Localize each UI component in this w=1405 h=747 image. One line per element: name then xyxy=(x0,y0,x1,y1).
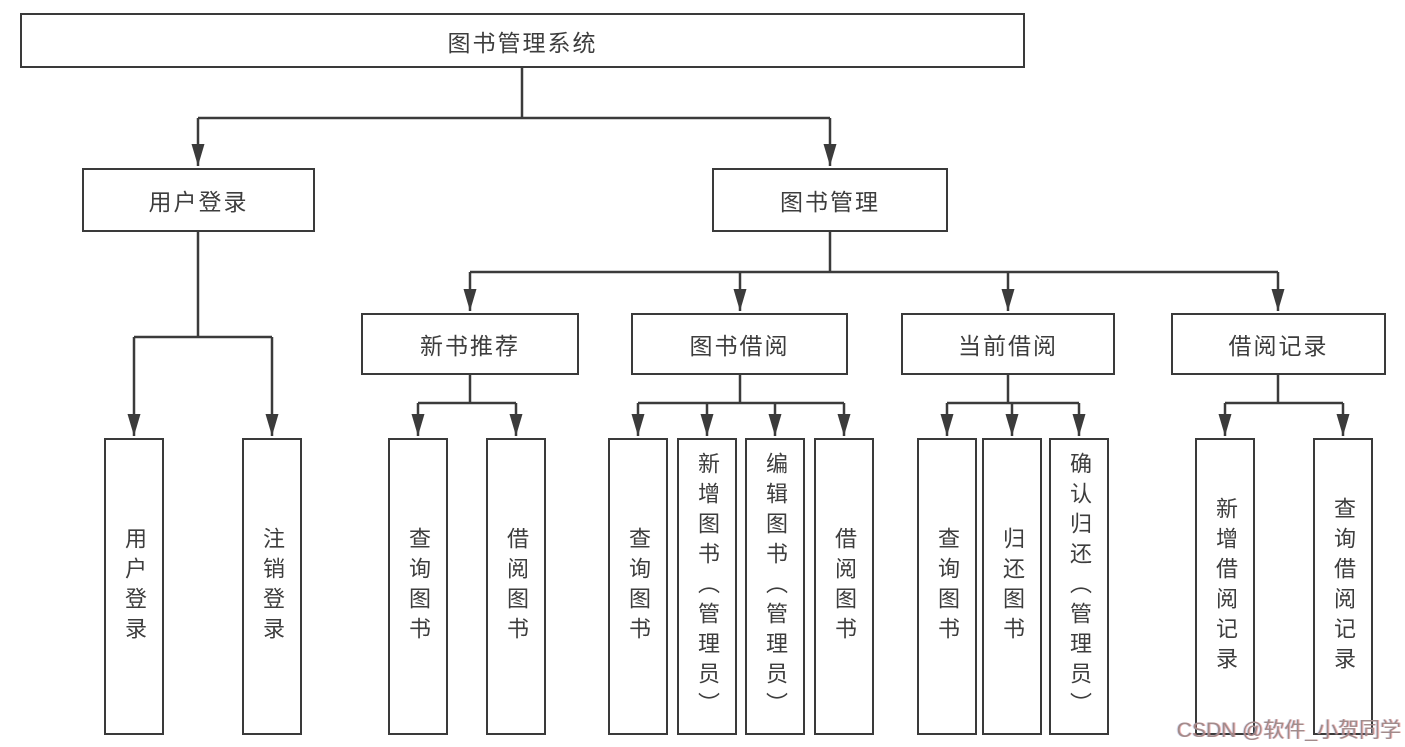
leaf-label: 借阅图书 xyxy=(832,526,857,647)
leaf-label: 查询图书 xyxy=(626,526,651,647)
leaf-user-login: 用户登录 xyxy=(104,438,164,735)
node-label: 图书管理系统 xyxy=(447,29,598,56)
node-new-book-recommend: 新书推荐 xyxy=(361,313,579,375)
leaf-label: 查询借阅记录 xyxy=(1331,496,1356,677)
leaf-borrow-book: 借阅图书 xyxy=(814,438,874,735)
leaf-edit-book-admin: 编辑图书（管理员） xyxy=(745,438,805,735)
node-label: 图书管理 xyxy=(780,189,880,215)
leaf-return-book: 归还图书 xyxy=(982,438,1042,735)
leaf-label: 编辑图书（管理员） xyxy=(763,451,788,722)
node-label: 当前借阅 xyxy=(958,333,1058,359)
node-label: 用户登录 xyxy=(148,189,249,215)
node-user-login: 用户登录 xyxy=(82,168,315,232)
leaf-label: 确认归还（管理员） xyxy=(1067,451,1092,722)
leaf-label: 查询图书 xyxy=(935,526,960,647)
leaf-label: 查询图书 xyxy=(406,526,431,647)
node-current-borrowing: 当前借阅 xyxy=(901,313,1115,375)
leaf-query-book: 查询图书 xyxy=(388,438,448,735)
leaf-add-borrow-record: 新增借阅记录 xyxy=(1195,438,1255,735)
node-borrowing-records: 借阅记录 xyxy=(1171,313,1386,375)
leaf-confirm-return-admin: 确认归还（管理员） xyxy=(1049,438,1109,735)
node-label: 图书借阅 xyxy=(689,333,790,359)
leaf-label: 注销登录 xyxy=(260,526,285,647)
leaf-logout: 注销登录 xyxy=(242,438,302,735)
leaf-label: 归还图书 xyxy=(1000,526,1025,647)
leaf-query-book: 查询图书 xyxy=(608,438,668,735)
leaf-label: 用户登录 xyxy=(122,526,147,647)
leaf-query-borrow-record: 查询借阅记录 xyxy=(1313,438,1373,735)
node-label: 新书推荐 xyxy=(420,333,520,359)
leaf-add-book-admin: 新增图书（管理员） xyxy=(677,438,737,735)
leaf-label: 新增图书（管理员） xyxy=(695,451,720,722)
node-library-management-system: 图书管理系统 xyxy=(20,13,1025,68)
leaf-query-book: 查询图书 xyxy=(917,438,977,735)
leaf-label: 借阅图书 xyxy=(504,526,529,647)
leaf-borrow-book: 借阅图书 xyxy=(486,438,546,735)
node-label: 借阅记录 xyxy=(1228,333,1329,359)
node-book-management: 图书管理 xyxy=(712,168,948,232)
leaf-label: 新增借阅记录 xyxy=(1213,496,1238,677)
node-book-borrowing: 图书借阅 xyxy=(631,313,848,375)
csdn-watermark: CSDN @软件_小贺同学 xyxy=(1176,719,1401,742)
